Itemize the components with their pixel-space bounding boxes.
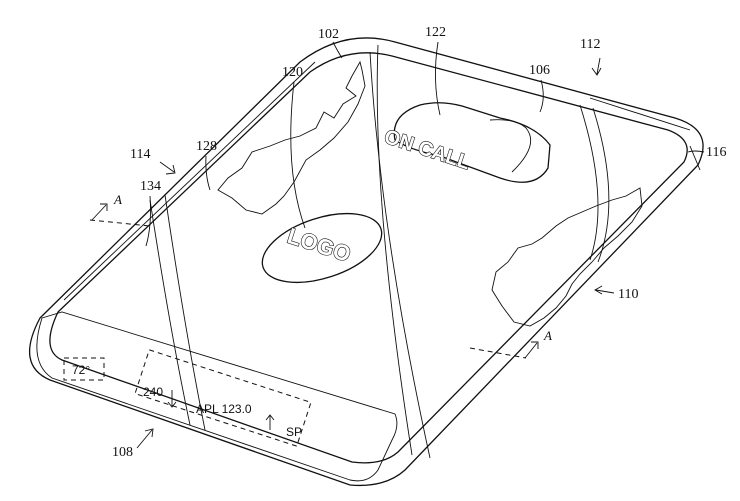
map-scribble [217,60,366,215]
on-call-text: ON CALL [381,126,472,174]
leader-122 [434,41,441,116]
curve-line [579,104,599,261]
ref-110: 110 [618,287,638,302]
ref-108: 108 [112,445,133,460]
leader-108 [136,428,154,449]
ref-106: 106 [529,63,550,78]
section-line-right-arrow [524,341,539,359]
ref-116: 116 [706,145,726,160]
leader-106 [539,79,544,113]
leader-128 [205,155,211,191]
ticker-text: APL 123.0 [196,402,252,416]
edge-line [589,97,691,131]
logo-ellipse [261,212,383,284]
section-line-left-arrow [91,203,108,221]
curve-line [592,107,610,263]
ref-114: 114 [130,147,150,162]
ref-120: 120 [282,65,303,80]
ref-122: 122 [425,25,446,40]
bottom-display-region [36,311,398,482]
on-call-bubble-tail [489,119,532,173]
curve-line [149,199,191,426]
on-call-bubble [393,102,551,183]
leader-112 [591,57,602,76]
temperature-text: 72° [72,363,90,377]
down-arrow-icon [167,390,177,408]
ref-112: 112 [580,37,600,52]
sp-text: SP [286,425,302,439]
edge-line [63,61,316,301]
leader-110 [594,285,615,295]
section-label-left: A [113,192,122,207]
logo-text: LOGO [284,223,353,267]
leader-116 [687,150,705,153]
ref-134: 134 [140,179,161,194]
ticker-box [134,349,312,447]
leader-114 [159,161,176,175]
leader-120 [290,81,306,229]
leader-134 [145,195,151,247]
temperature-box [63,357,105,381]
leader-102 [332,41,343,59]
up-arrow-icon [265,414,275,430]
map-scribble [491,187,643,327]
curve-line [164,194,206,431]
device-outer-outline [28,37,704,487]
ref-128: 128 [196,139,217,154]
section-line-left [89,219,151,227]
curve-line [376,44,413,456]
ref-102: 102 [318,27,339,42]
edge-line [689,145,701,171]
curve-line [369,51,431,459]
device-inner-outline [49,52,688,464]
section-line-right [469,347,527,359]
section-label-right: A [543,328,552,343]
value-240-text: 240 [143,385,163,399]
